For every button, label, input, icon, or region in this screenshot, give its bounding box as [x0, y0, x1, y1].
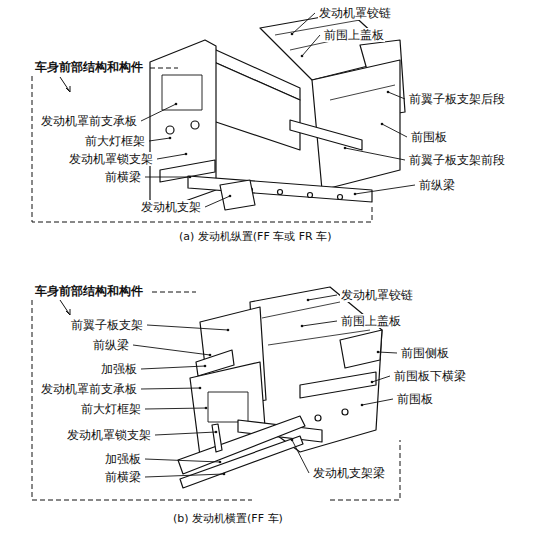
leader-line: [292, 440, 309, 473]
leader-line: [302, 35, 320, 56]
part-label: 前大灯框架: [84, 134, 146, 148]
leader-dot: [215, 431, 218, 434]
leader-dot: [229, 195, 232, 198]
leader-line: [292, 13, 315, 34]
leader-line: [388, 92, 405, 99]
leader-dot: [381, 123, 384, 126]
part-label: 发动机支架梁: [312, 466, 386, 480]
part-label: 前纵梁: [418, 178, 456, 192]
leader-dot: [175, 103, 178, 106]
leader-line: [345, 148, 405, 160]
leader-dot: [205, 407, 208, 410]
leader-dot: [371, 381, 374, 384]
leader-line: [147, 325, 228, 330]
leader-line: [302, 321, 337, 326]
leader-dot: [199, 387, 202, 390]
leader-dot: [185, 153, 188, 156]
leader-dot: [223, 473, 226, 476]
leader-dot: [291, 33, 294, 36]
leader-dot: [204, 365, 207, 368]
part-label: 前横梁: [104, 470, 142, 484]
part-label: 发动机罩铰链: [340, 288, 414, 302]
leader-line: [372, 376, 390, 382]
leader-line: [308, 295, 337, 300]
leader-line: [205, 196, 230, 207]
leader-line: [362, 399, 393, 405]
leader-dot: [219, 461, 222, 464]
leader-dot: [209, 354, 212, 357]
leader-dot: [189, 176, 192, 179]
leader-dot: [227, 329, 230, 332]
leader-dot: [301, 55, 304, 58]
leader-line: [355, 185, 415, 194]
leader-dot: [169, 137, 172, 140]
part-label: 前围侧板: [400, 346, 450, 360]
part-label: 加强板: [100, 362, 138, 376]
part-label: 发动机罩前支承板: [40, 114, 138, 128]
part-label: 前围上盖板: [323, 28, 385, 42]
figure-caption: (a) 发动机纵置(FF 车或 FR 车): [178, 230, 333, 244]
leader-line: [145, 177, 190, 178]
part-label: 前大灯框架: [80, 402, 142, 416]
part-label: 前翼子板支架: [70, 318, 144, 332]
leader-dot: [291, 439, 294, 442]
leader-line: [145, 408, 206, 409]
part-label: 前围板: [410, 130, 448, 144]
part-label: 前翼子板支架后段: [408, 92, 506, 106]
leader-dot: [307, 299, 310, 302]
part-label: 发动机罩锁支架: [68, 152, 154, 166]
figure-caption: (b) 发动机横置(FF 车): [172, 512, 284, 526]
part-label: 前纵梁: [92, 338, 130, 352]
leader-line: [382, 124, 407, 137]
part-label: 前横梁: [104, 170, 142, 184]
leader-dot: [354, 193, 357, 196]
part-label: 加强板: [104, 452, 142, 466]
leader-dot: [361, 404, 364, 407]
leader-line: [378, 352, 397, 353]
leader-line: [141, 366, 205, 369]
part-label: 发动机罩铰链: [318, 6, 392, 20]
leader-dot: [344, 147, 347, 150]
part-label: 发动机罩锁支架: [66, 428, 152, 442]
group-heading: 车身前部结构和构件: [34, 284, 144, 298]
part-label: 前围板下横梁: [393, 369, 467, 383]
leader-line: [141, 104, 176, 121]
leader-line: [145, 459, 220, 462]
part-label: 前翼子板支架前段: [408, 153, 506, 167]
leader-line: [145, 474, 224, 477]
leader-line: [155, 432, 216, 435]
leader-dot: [377, 351, 380, 354]
part-label: 前围板: [396, 392, 434, 406]
leader-line: [149, 138, 170, 141]
leader-line: [141, 388, 200, 389]
leader-dot: [301, 325, 304, 328]
group-heading: 车身前部结构和构件: [34, 60, 144, 74]
part-label: 发动机支架: [140, 200, 202, 214]
leader-dot: [387, 91, 390, 94]
leader-line: [157, 154, 186, 159]
leader-line: [133, 345, 210, 355]
part-label: 发动机罩前支承板: [40, 382, 138, 396]
part-label: 前围上盖板: [340, 314, 402, 328]
